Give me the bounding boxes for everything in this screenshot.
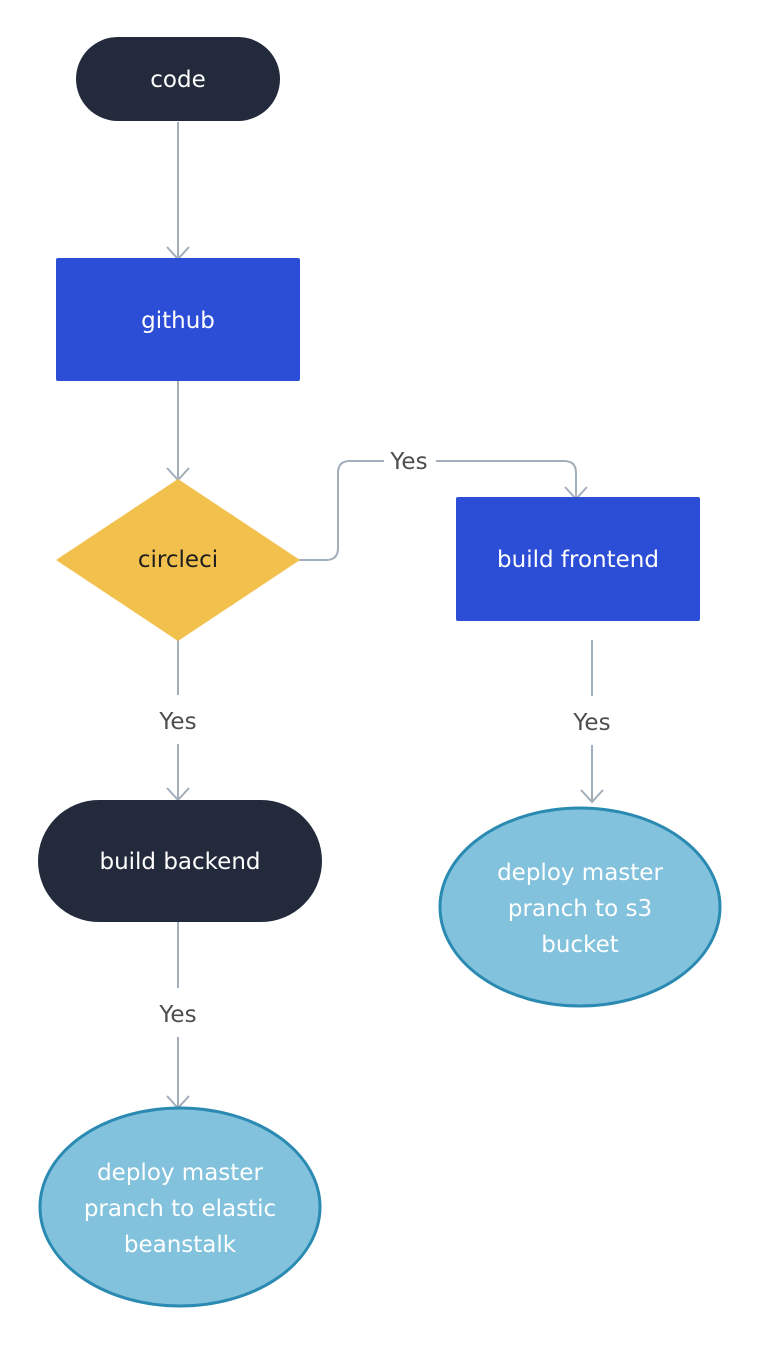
edge-circleci-to-frontend: Yes [299, 449, 588, 561]
node-label: code [150, 67, 205, 93]
node-label-line: pranch to s3 [508, 896, 652, 922]
edge-frontend-to-s3: Yes [572, 640, 611, 804]
terminal-shape [38, 800, 322, 922]
edge-line [299, 460, 577, 561]
end-shape [38, 1106, 322, 1308]
node-deploy-elastic-beanstalk[interactable]: deploy master pranch to elastic beanstal… [38, 1106, 322, 1308]
node-label-line: pranch to elastic [84, 1196, 276, 1222]
node-build-frontend[interactable]: build frontend [456, 497, 700, 621]
edge-github-to-circleci [166, 380, 190, 482]
node-github[interactable]: github [56, 258, 300, 381]
edge-label-yes: Yes [158, 1002, 196, 1028]
node-label-line: deploy master [97, 1160, 263, 1186]
edge-circleci-to-backend: Yes [158, 640, 197, 802]
terminal-shape [76, 37, 280, 121]
edge-label-yes: Yes [389, 449, 427, 475]
edge-code-to-github [166, 122, 190, 261]
node-code[interactable]: code [76, 37, 280, 121]
process-shape [456, 497, 700, 621]
node-label: circleci [138, 547, 218, 573]
node-label-line: deploy master [497, 860, 663, 886]
decision-shape [56, 479, 300, 641]
arrow-head-icon [580, 789, 604, 804]
node-label-line: bucket [541, 932, 619, 958]
edge-label-yes: Yes [158, 709, 196, 735]
node-circleci[interactable]: circleci [56, 479, 300, 641]
node-deploy-s3[interactable]: deploy master pranch to s3 bucket [438, 806, 722, 1008]
node-build-backend[interactable]: build backend [38, 800, 322, 922]
end-shape [438, 806, 722, 1008]
node-label: build backend [99, 849, 260, 875]
node-label: github [141, 308, 215, 334]
edge-label-yes: Yes [572, 710, 610, 736]
node-label-line: beanstalk [124, 1232, 237, 1258]
node-label: build frontend [497, 547, 659, 573]
process-shape [56, 258, 300, 381]
edge-backend-to-eb: Yes [158, 922, 197, 1110]
